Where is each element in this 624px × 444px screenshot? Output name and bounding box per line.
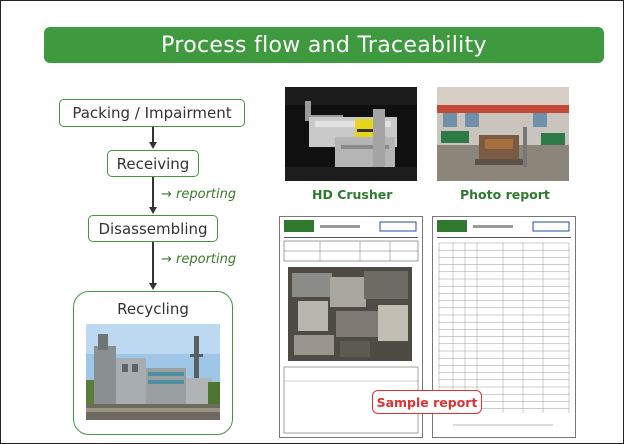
flow-step-disassembling-label: Disassembling <box>98 219 208 238</box>
hd-crusher-photo <box>285 87 417 181</box>
arrow-down-icon <box>149 283 157 290</box>
photo-report-caption: Photo report <box>460 187 550 202</box>
slide-title: Process flow and Traceability <box>161 32 487 58</box>
report-sheet-photo-content <box>283 220 419 434</box>
reporting-note-2: → reporting <box>161 252 237 267</box>
arrow-down-icon <box>149 207 157 214</box>
photo-report-photo <box>437 87 569 181</box>
slide-title-bar: Process flow and Traceability <box>44 27 604 63</box>
hd-crusher-caption: HD Crusher <box>312 187 393 202</box>
reporting-note-1: → reporting <box>161 187 237 202</box>
flow-step-receiving-label: Receiving <box>116 154 190 173</box>
flow-step-recycling: Recycling <box>73 291 233 435</box>
arrow-down-icon <box>149 142 157 149</box>
flow-step-recycling-label: Recycling <box>117 300 189 318</box>
connector-2 <box>152 177 154 208</box>
connector-3 <box>152 242 154 284</box>
sample-report-label: Sample report <box>372 390 482 414</box>
sample-report-text: Sample report <box>376 394 478 410</box>
flow-step-packing: Packing / Impairment <box>59 99 245 127</box>
flow-step-disassembling: Disassembling <box>88 215 218 242</box>
flow-step-receiving: Receiving <box>107 150 199 177</box>
factory-photo <box>86 324 220 420</box>
flow-step-packing-label: Packing / Impairment <box>72 104 232 122</box>
connector-1 <box>152 127 154 143</box>
